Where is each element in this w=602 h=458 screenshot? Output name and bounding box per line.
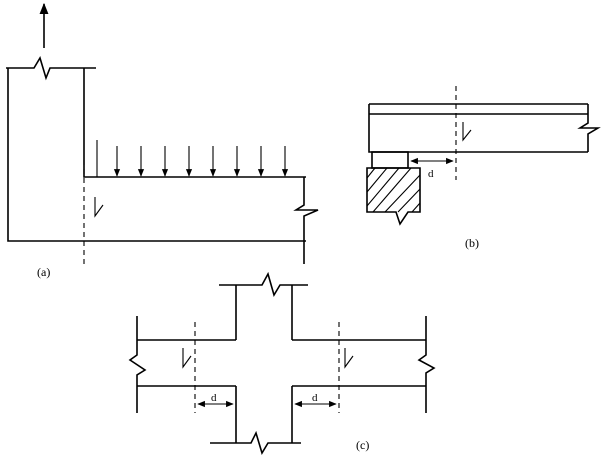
left-beam-break [128, 316, 147, 413]
crack-marker [94, 197, 104, 218]
beam-bottom-edge [368, 104, 588, 153]
dimension-label-b: d [428, 168, 434, 180]
column-left-edge [7, 68, 306, 242]
crack-marker-left [182, 348, 192, 369]
column-bottom-break [210, 430, 301, 455]
crack-marker-right [344, 348, 354, 369]
dimension-label-c-right: d [312, 392, 318, 404]
column-right-edge [83, 68, 306, 178]
figure-b: d (b) [366, 86, 601, 250]
dimension-label-c-left: d [211, 392, 217, 404]
column-break-line [6, 56, 96, 81]
right-beam-break [417, 316, 436, 413]
beam-break-line [293, 177, 319, 241]
crack-marker [462, 122, 472, 142]
support-hatching [366, 167, 421, 213]
beam-break-line [577, 104, 601, 152]
label-a: (a) [37, 265, 50, 279]
figure-c: d d (c) [128, 271, 436, 455]
distributed-load-arrows [113, 146, 289, 177]
label-c: (c) [356, 438, 369, 452]
bearing-pad [371, 151, 409, 169]
hatched-support [366, 167, 421, 226]
label-b: (b) [465, 236, 479, 250]
column-top-break [219, 271, 308, 297]
figure-a: (a) [6, 2, 319, 279]
